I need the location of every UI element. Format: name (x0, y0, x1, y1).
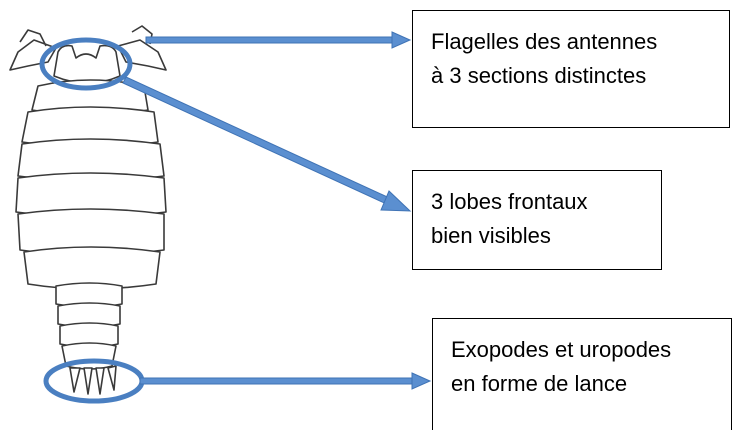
arrow-lance (139, 372, 432, 390)
label-text: 3 lobes frontaux (431, 189, 588, 214)
arrow-antennes (145, 31, 412, 49)
arrow-lobes (122, 76, 412, 212)
label-text: bien visibles (431, 223, 551, 248)
label-box-lance: Exopodes et uropodes en forme de lance (432, 318, 732, 430)
head (53, 44, 121, 84)
left-antenna-tip (19, 29, 47, 47)
label-text: Flagelles des antennes (431, 29, 658, 54)
highlight-ellipse-head (39, 37, 133, 91)
label-box-lobes: 3 lobes frontaux bien visibles (412, 170, 662, 270)
isopod-illustration (9, 25, 167, 395)
left-antenna (9, 39, 57, 71)
uropod (95, 367, 105, 395)
uropod (69, 367, 81, 393)
label-text: Exopodes et uropodes (451, 337, 672, 362)
uropod (83, 367, 93, 395)
label-text: en forme de lance (451, 371, 628, 396)
label-box-antennes: Flagelles des antennes à 3 sections dist… (412, 10, 730, 128)
label-text: à 3 sections distinctes (431, 63, 647, 88)
uropod (107, 365, 117, 391)
